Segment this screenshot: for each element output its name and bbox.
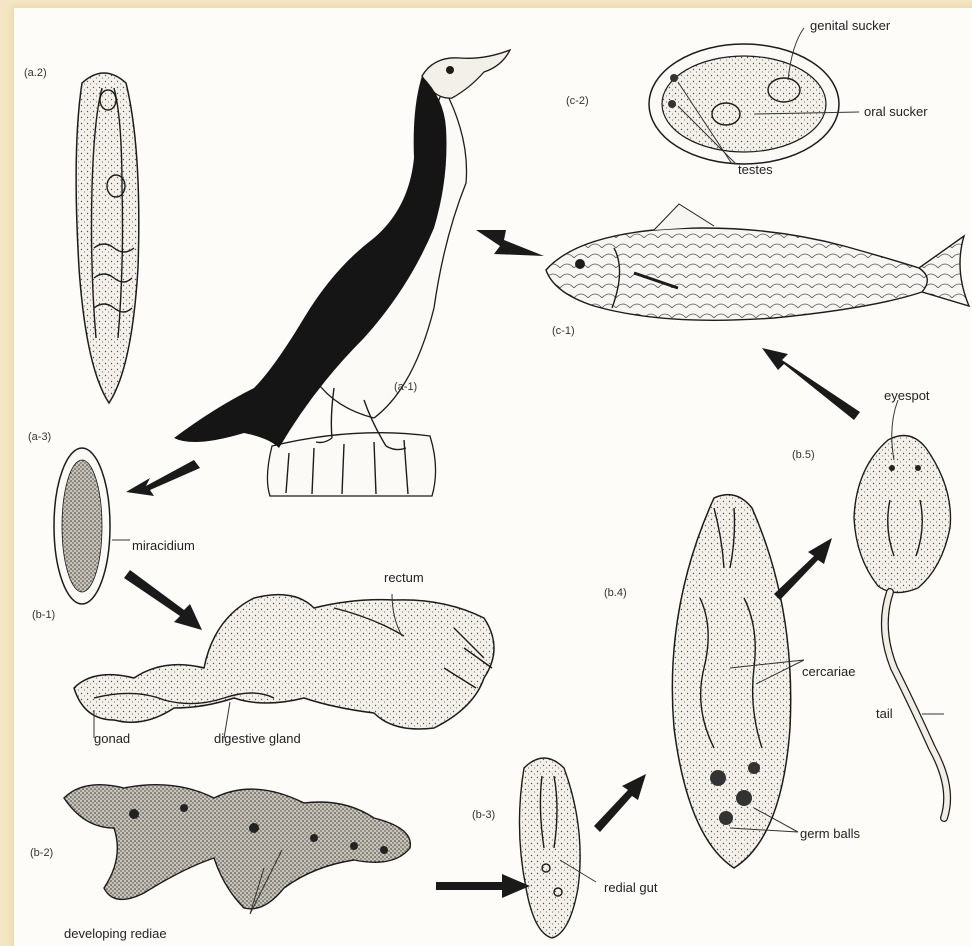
label-digestive-gland: digestive gland xyxy=(214,731,301,746)
label-genital-sucker: genital sucker xyxy=(810,18,891,33)
label-testes: testes xyxy=(738,162,773,177)
label-miracidium: miracidium xyxy=(132,538,195,553)
label-germ-balls: germ balls xyxy=(800,826,860,841)
cercaria-figure xyxy=(854,436,951,819)
life-cycle-diagram: (a.2) (a-1) (a-3) (c-2) (c-1) (b.5) (b.4… xyxy=(14,8,972,946)
label-gonad: gonad xyxy=(94,731,130,746)
panel-label-c2: (c-2) xyxy=(566,95,589,107)
panel-label-b3: (b-3) xyxy=(472,809,495,821)
panel-label-c1: (c-1) xyxy=(552,325,575,337)
adult-fluke-figure xyxy=(76,73,139,403)
leader-lines xyxy=(94,28,944,914)
fish-figure xyxy=(546,204,969,320)
arrow-bird-to-egg xyxy=(126,460,200,496)
label-cercariae: cercariae xyxy=(802,664,855,679)
arrow-redia-to-redia xyxy=(594,774,646,832)
arrow-redia-to-cercaria xyxy=(774,538,832,600)
panel-label-a1: (a-1) xyxy=(394,381,417,393)
panel-label-b1: (b-1) xyxy=(32,609,55,621)
panel-label-b5: (b.5) xyxy=(792,449,815,461)
redia-figure xyxy=(519,758,580,938)
label-eyespot: eyespot xyxy=(884,388,930,403)
egg-figure xyxy=(54,448,110,604)
arrow-cercaria-to-fish xyxy=(762,348,860,420)
panel-label-b2: (b-2) xyxy=(30,847,53,859)
arrow-sporocyst-to-redia xyxy=(436,874,530,898)
label-oral-sucker: oral sucker xyxy=(864,104,928,119)
metacercaria-cyst-figure xyxy=(649,44,839,164)
panel-label-b4: (b.4) xyxy=(604,587,627,599)
diagram-canvas: (a.2) (a-1) (a-3) (c-2) (c-1) (b.5) (b.4… xyxy=(14,8,972,946)
arrow-fish-to-bird xyxy=(476,230,544,256)
label-developing-rediae: developing rediae xyxy=(64,926,167,941)
label-tail: tail xyxy=(876,706,893,721)
cormorant-figure xyxy=(174,50,510,496)
panel-label-a2: (a.2) xyxy=(24,67,47,79)
panel-label-a3: (a-3) xyxy=(28,431,51,443)
arrow-egg-to-snail xyxy=(124,570,202,630)
label-redial-gut: redial gut xyxy=(604,880,658,895)
snail-figure xyxy=(74,595,494,729)
redia-with-cercariae-figure xyxy=(672,495,790,868)
label-rectum: rectum xyxy=(384,570,424,585)
sporocyst-figure xyxy=(64,785,410,909)
